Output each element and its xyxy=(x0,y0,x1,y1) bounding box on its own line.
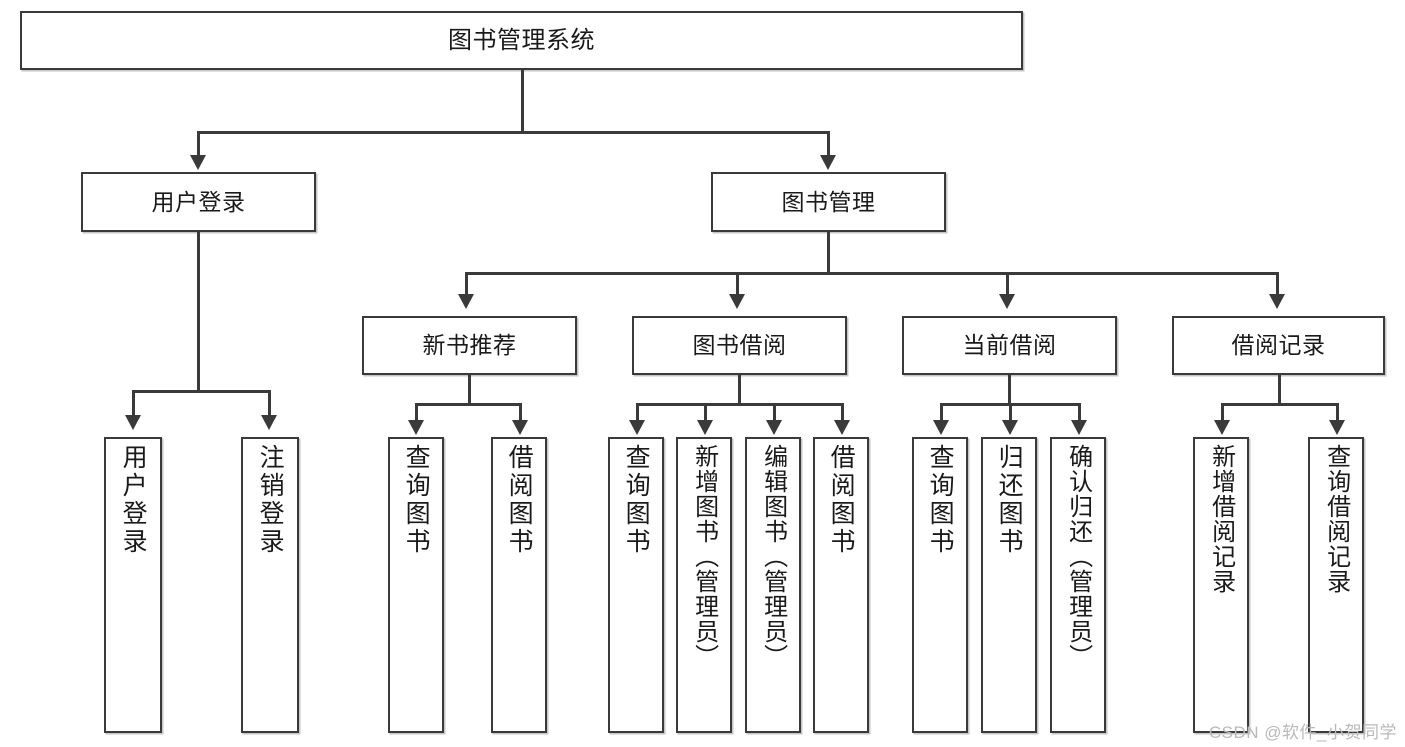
connector-book-borrow-leaf-4 xyxy=(841,403,844,422)
node-label: 用户登录 xyxy=(151,188,246,215)
node-label: 查询图书 xyxy=(926,444,955,556)
node-label: 图书管理系统 xyxy=(448,26,595,54)
connector-current-borrow-leaf-2 xyxy=(1009,403,1012,422)
connector-new-book-recommend-leaf-2 xyxy=(519,403,522,422)
connector-level3-bus xyxy=(465,272,1279,275)
node-label: 新书推荐 xyxy=(422,332,517,358)
leaf-add-borrow-record[interactable]: 新增借阅记录 xyxy=(1193,437,1249,733)
connector-book-borrow-leaf-1 xyxy=(636,403,639,422)
connector-book-management-stem xyxy=(827,232,830,274)
node-label: 借阅记录 xyxy=(1231,332,1326,358)
leaf-borrow-book-recommend[interactable]: 借阅图书 xyxy=(491,437,547,733)
connector-new-book-recommend-leaf-1 xyxy=(415,403,418,422)
node-label: 图书借阅 xyxy=(692,332,787,358)
connector-borrow-record-leaf-2 xyxy=(1336,403,1339,422)
node-label: 确认归还（管理员） xyxy=(1064,444,1092,669)
connector-book-borrow-bus xyxy=(636,403,843,406)
node-label: 编辑图书（管理员） xyxy=(759,444,787,669)
arrow-book-borrow-leaf-4 xyxy=(834,420,850,435)
node-new-book-recommend[interactable]: 新书推荐 xyxy=(362,316,577,375)
arrow-to-borrow-record xyxy=(1269,294,1285,309)
connector-to-book-borrow xyxy=(736,272,739,296)
connector-user-login-bus xyxy=(132,390,270,393)
arrow-book-borrow-leaf-1 xyxy=(629,420,645,435)
node-label: 借阅图书 xyxy=(505,444,534,556)
leaf-query-book-current[interactable]: 查询图书 xyxy=(912,437,968,733)
connector-user-login-stem xyxy=(197,232,200,392)
arrow-borrow-record-leaf-1 xyxy=(1214,420,1230,435)
leaf-return-book[interactable]: 归还图书 xyxy=(981,437,1037,733)
node-user-login[interactable]: 用户登录 xyxy=(81,172,316,232)
leaf-query-book-recommend[interactable]: 查询图书 xyxy=(388,437,444,733)
connector-current-borrow-leaf-1 xyxy=(940,403,943,422)
arrow-book-borrow-leaf-3 xyxy=(766,420,782,435)
connector-new-book-recommend-bus xyxy=(415,403,521,406)
connector-borrow-record-bus xyxy=(1221,403,1338,406)
node-current-borrow[interactable]: 当前借阅 xyxy=(902,316,1117,375)
arrow-new-book-recommend-leaf-1 xyxy=(408,420,424,435)
leaf-logout[interactable]: 注销登录 xyxy=(241,437,299,733)
arrow-to-current-borrow xyxy=(999,294,1015,309)
leaf-edit-book-admin[interactable]: 编辑图书（管理员） xyxy=(745,437,801,733)
connector-to-book-management xyxy=(827,131,830,157)
arrow-user-login-leaf-2 xyxy=(261,415,277,430)
node-label: 用户登录 xyxy=(119,444,148,556)
arrow-current-borrow-leaf-3 xyxy=(1071,420,1087,435)
node-book-borrow[interactable]: 图书借阅 xyxy=(632,316,847,375)
connector-root-stem xyxy=(521,70,524,133)
node-label: 借阅图书 xyxy=(827,444,856,556)
node-borrow-record[interactable]: 借阅记录 xyxy=(1172,316,1385,375)
connector-book-borrow-leaf-3 xyxy=(773,403,776,422)
connector-book-borrow-stem xyxy=(738,375,741,405)
arrow-book-borrow-leaf-2 xyxy=(697,420,713,435)
connector-current-borrow-leaf-3 xyxy=(1078,403,1081,422)
node-label: 新增借阅记录 xyxy=(1207,444,1235,594)
arrow-current-borrow-leaf-1 xyxy=(933,420,949,435)
leaf-query-borrow-record[interactable]: 查询借阅记录 xyxy=(1308,437,1364,733)
connector-new-book-recommend-stem xyxy=(468,375,471,405)
node-label: 注销登录 xyxy=(256,444,285,556)
node-label: 新增图书（管理员） xyxy=(690,444,718,669)
node-book-management[interactable]: 图书管理 xyxy=(711,172,946,232)
connector-to-new-book-recommend xyxy=(465,272,468,296)
connector-to-borrow-record xyxy=(1276,272,1279,296)
connector-book-borrow-leaf-2 xyxy=(704,403,707,422)
arrow-current-borrow-leaf-2 xyxy=(1002,420,1018,435)
leaf-confirm-return-admin[interactable]: 确认归还（管理员） xyxy=(1050,437,1106,733)
leaf-query-book-borrow[interactable]: 查询图书 xyxy=(608,437,664,733)
leaf-borrow-book[interactable]: 借阅图书 xyxy=(813,437,869,733)
connector-borrow-record-leaf-1 xyxy=(1221,403,1224,422)
arrow-user-login-leaf-1 xyxy=(125,415,141,430)
node-label: 归还图书 xyxy=(995,444,1024,556)
arrow-to-new-book-recommend xyxy=(458,294,474,309)
node-label: 图书管理 xyxy=(781,188,876,215)
arrow-to-book-borrow xyxy=(729,294,745,309)
arrow-to-user-login xyxy=(190,155,206,170)
connector-borrow-record-stem xyxy=(1278,375,1281,405)
leaf-add-book-admin[interactable]: 新增图书（管理员） xyxy=(676,437,732,733)
node-label: 查询借阅记录 xyxy=(1322,444,1350,594)
connector-user-login-leaf-1 xyxy=(132,390,135,417)
node-label: 当前借阅 xyxy=(962,332,1057,358)
arrow-to-book-management xyxy=(820,155,836,170)
connector-to-user-login xyxy=(197,131,200,157)
node-label: 查询图书 xyxy=(622,444,651,556)
leaf-user-login[interactable]: 用户登录 xyxy=(104,437,162,733)
connector-root-bus xyxy=(197,131,829,134)
arrow-borrow-record-leaf-2 xyxy=(1329,420,1345,435)
connector-to-current-borrow xyxy=(1006,272,1009,296)
connector-user-login-leaf-2 xyxy=(268,390,271,417)
node-label: 查询图书 xyxy=(402,444,431,556)
node-root-book-management-system[interactable]: 图书管理系统 xyxy=(20,11,1023,70)
arrow-new-book-recommend-leaf-2 xyxy=(512,420,528,435)
connector-current-borrow-stem xyxy=(1008,375,1011,405)
